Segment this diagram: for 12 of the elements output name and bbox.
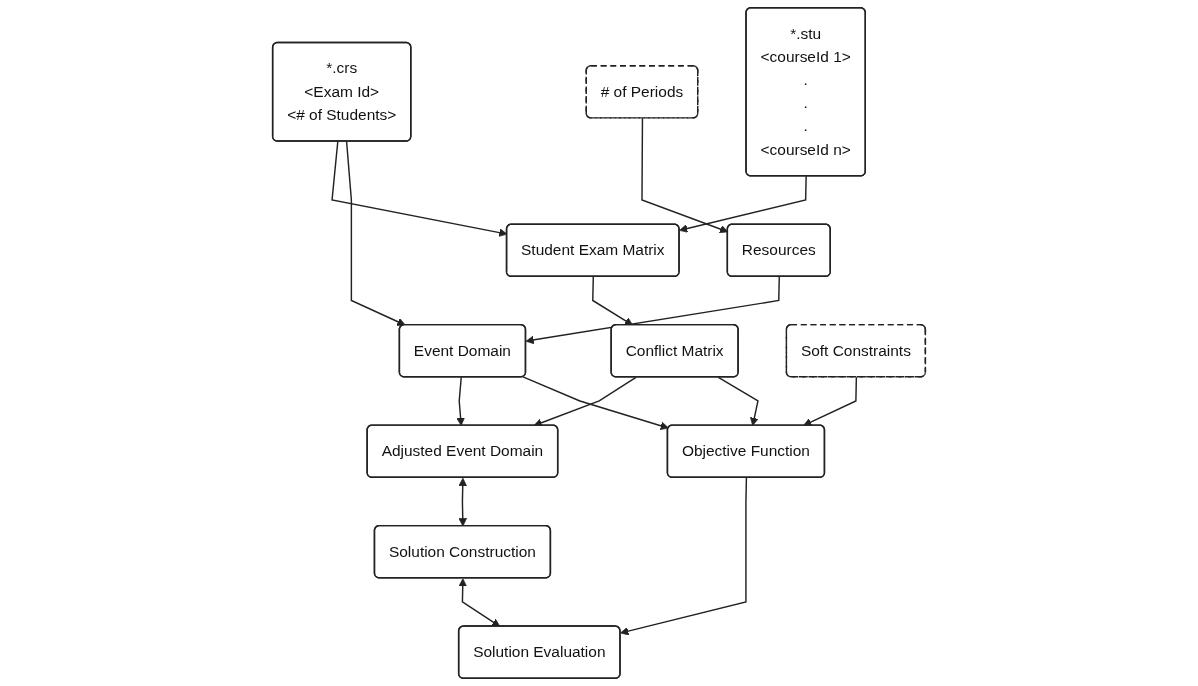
arrow <box>458 578 501 627</box>
arrow <box>592 276 633 326</box>
arrow <box>456 376 465 426</box>
arrow <box>620 477 748 636</box>
arrow <box>533 376 637 427</box>
arrow <box>803 376 858 427</box>
arrow <box>525 276 780 345</box>
arrow <box>522 376 669 430</box>
arrow <box>458 477 467 527</box>
arrow <box>679 175 807 233</box>
arrow <box>717 376 759 426</box>
arrow <box>345 140 406 326</box>
